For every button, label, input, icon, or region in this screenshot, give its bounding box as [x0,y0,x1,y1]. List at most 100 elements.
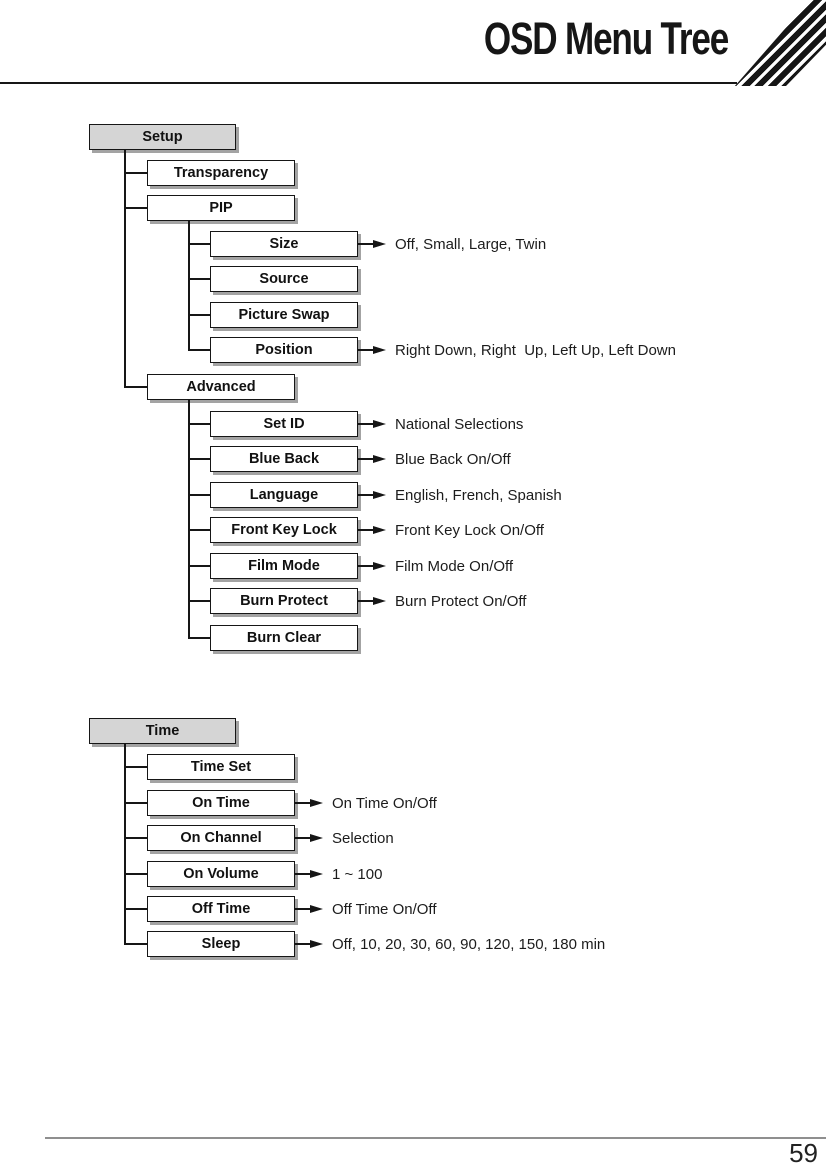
node-setup: Setup [89,124,236,150]
node-off-time: Off Time [147,896,295,922]
arrow-right-icon [310,940,323,948]
tree-connector-line [188,278,210,280]
node-on-channel: On Channel [147,825,295,851]
node-transparency: Transparency [147,160,295,186]
on-time-options-row: On Time On/Off [295,790,437,816]
on-channel-options: Selection [332,829,394,847]
set-id-options: National Selections [395,415,524,433]
on-channel-options-row: Selection [295,825,394,851]
arrow-right-icon [373,562,386,570]
tree-connector-line [188,349,210,351]
node-size: Size [210,231,358,257]
arrow-right-icon [310,799,323,807]
tree-connector-line [188,221,190,351]
arrow-shaft [358,458,373,460]
arrow-shaft [295,837,310,839]
tree-connector-line [188,314,210,316]
arrow-shaft [295,802,310,804]
arrow-right-icon [373,491,386,499]
node-blue-back: Blue Back [210,446,358,472]
front-key-lock-options: Front Key Lock On/Off [395,521,544,539]
arrow-right-icon [373,346,386,354]
tree-connector-line [188,600,210,602]
tree-connector-line [124,837,147,839]
diagonal-stripes-decoration [734,0,826,86]
sleep-options-row: Off, 10, 20, 30, 60, 90, 120, 150, 180 m… [295,931,605,957]
position-options-row: Right Down, Right Up, Left Up, Left Down [358,337,676,363]
node-sleep: Sleep [147,931,295,957]
arrow-right-icon [310,870,323,878]
arrow-shaft [358,243,373,245]
arrow-right-icon [373,240,386,248]
blue-back-options-row: Blue Back On/Off [358,446,511,472]
on-volume-options-row: 1 ~ 100 [295,861,382,887]
node-burn-clear: Burn Clear [210,625,358,651]
arrow-shaft [358,494,373,496]
tree-connector-line [124,766,147,768]
tree-connector-line [188,565,210,567]
page-title: OSD Menu Tree [483,13,729,64]
node-picture-swap: Picture Swap [210,302,358,328]
arrow-shaft [358,349,373,351]
node-front-key-lock: Front Key Lock [210,517,358,543]
arrow-right-icon [373,597,386,605]
tree-connector-line [188,529,210,531]
tree-connector-line [124,172,147,174]
off-time-options-row: Off Time On/Off [295,896,436,922]
tree-connector-line [124,744,126,945]
arrow-right-icon [373,526,386,534]
blue-back-options: Blue Back On/Off [395,450,511,468]
position-options: Right Down, Right Up, Left Up, Left Down [395,341,676,359]
on-volume-options: 1 ~ 100 [332,865,383,883]
node-time: Time [89,718,236,744]
tree-connector-line [124,207,147,209]
tree-connector-line [124,908,147,910]
tree-connector-line [188,423,210,425]
node-advanced: Advanced [147,374,295,400]
on-time-options: On Time On/Off [332,794,437,812]
node-source: Source [210,266,358,292]
film-mode-options-row: Film Mode On/Off [358,553,513,579]
header-rule [0,82,737,84]
node-burn-protect: Burn Protect [210,588,358,614]
arrow-right-icon [373,420,386,428]
size-options: Off, Small, Large, Twin [395,235,547,253]
tree-connector-line [188,494,210,496]
size-options-row: Off, Small, Large, Twin [358,231,546,257]
tree-connector-line [188,637,210,639]
tree-connector-line [188,400,190,638]
arrow-shaft [358,565,373,567]
burn-protect-options: Burn Protect On/Off [395,592,527,610]
language-options-row: English, French, Spanish [358,482,562,508]
tree-connector-line [124,802,147,804]
footer-rule [45,1137,826,1139]
front-key-lock-options-row: Front Key Lock On/Off [358,517,544,543]
arrow-right-icon [373,455,386,463]
node-film-mode: Film Mode [210,553,358,579]
arrow-shaft [295,908,310,910]
tree-connector-line [124,873,147,875]
set-id-options-row: National Selections [358,411,523,437]
page-number: 59 [789,1138,818,1167]
tree-connector-line [124,386,147,388]
node-on-volume: On Volume [147,861,295,887]
language-options: English, French, Spanish [395,486,562,504]
node-set-id: Set ID [210,411,358,437]
node-position: Position [210,337,358,363]
node-language: Language [210,482,358,508]
arrow-shaft [358,423,373,425]
burn-protect-options-row: Burn Protect On/Off [358,588,526,614]
sleep-options: Off, 10, 20, 30, 60, 90, 120, 150, 180 m… [332,935,606,953]
arrow-right-icon [310,834,323,842]
tree-connector-line [188,243,210,245]
node-pip: PIP [147,195,295,221]
tree-connector-line [124,943,147,945]
tree-connector-line [188,458,210,460]
arrow-shaft [295,873,310,875]
arrow-shaft [295,943,310,945]
arrow-shaft [358,529,373,531]
node-time-set: Time Set [147,754,295,780]
tree-connector-line [124,150,126,388]
arrow-shaft [358,600,373,602]
